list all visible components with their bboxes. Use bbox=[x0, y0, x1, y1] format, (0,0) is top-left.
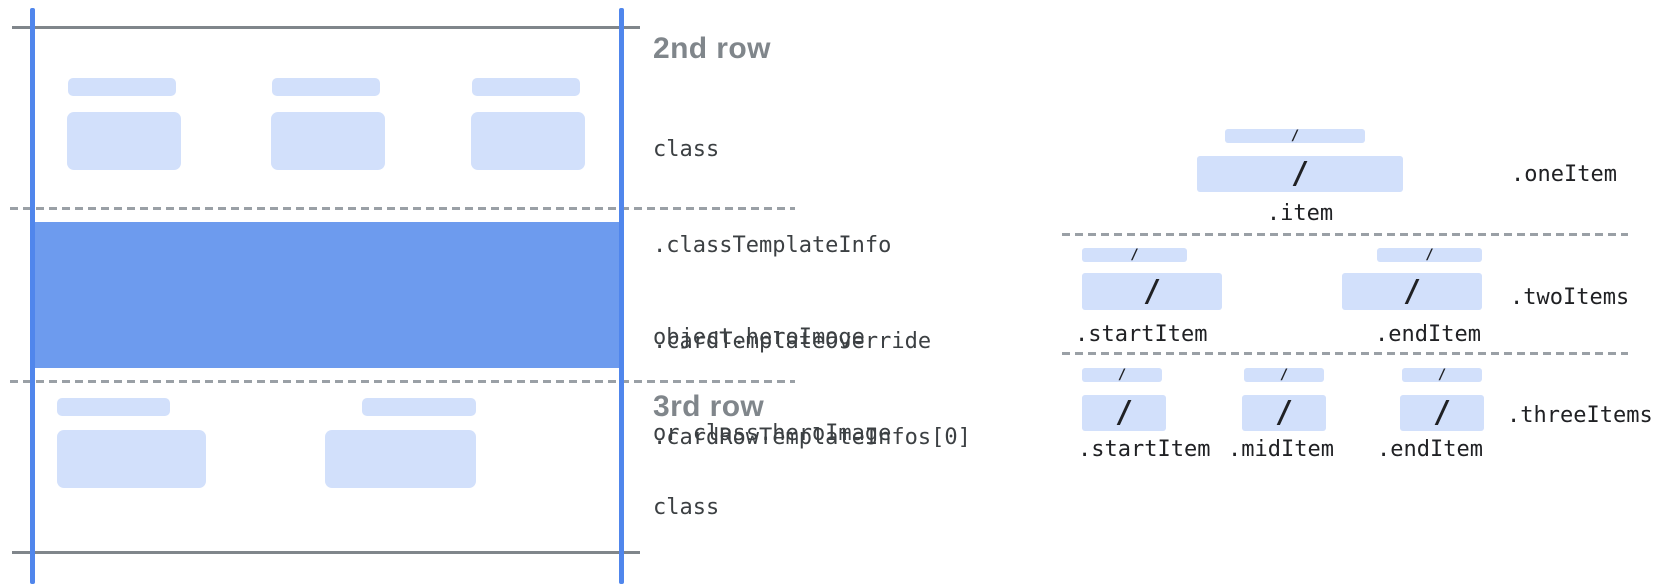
slash-glyph: / bbox=[1437, 367, 1447, 383]
three-items-start-label-bar: / bbox=[1082, 368, 1162, 382]
second-row-col1-value-placeholder bbox=[67, 112, 181, 170]
third-row-code-block: class .classTemplateInfo .cardTemplateOv… bbox=[653, 428, 971, 584]
second-row-col1-label-placeholder bbox=[68, 78, 176, 96]
second-row-col3-label-placeholder bbox=[472, 78, 580, 96]
second-row-heading: 2nd row bbox=[653, 32, 771, 65]
two-items-start-label-bar: / bbox=[1082, 248, 1187, 262]
row-label-one-item: .oneItem bbox=[1511, 162, 1617, 187]
slash-glyph: / bbox=[1274, 395, 1294, 430]
hero-code-block: object.heroImage or class.heroImage bbox=[653, 258, 891, 514]
slash-glyph: / bbox=[1142, 273, 1162, 309]
third-row-heading: 3rd row bbox=[653, 390, 765, 423]
three-items-mid-label-bar: / bbox=[1244, 368, 1324, 382]
third-row-end-label-placeholder bbox=[362, 398, 476, 416]
item-label: .startItem bbox=[1075, 322, 1208, 347]
row-label-two-items: .twoItems bbox=[1510, 285, 1630, 310]
two-items-end-label-bar: / bbox=[1377, 248, 1482, 262]
slash-glyph: / bbox=[1117, 367, 1127, 383]
card-right-edge-guide bbox=[619, 8, 624, 584]
slash-glyph: / bbox=[1290, 156, 1310, 191]
second-row-dashed-divider bbox=[10, 207, 795, 210]
row-label-three-items: .threeItems bbox=[1507, 403, 1653, 428]
card-left-edge-guide bbox=[30, 8, 35, 584]
slash-glyph: / bbox=[1290, 128, 1300, 144]
one-item-label-bar: / bbox=[1225, 129, 1365, 143]
second-row-col3-value-placeholder bbox=[471, 112, 585, 170]
item-label: .endItem bbox=[1375, 322, 1481, 347]
three-items-end-value-bar: / bbox=[1400, 395, 1484, 431]
hero-image-placeholder bbox=[35, 222, 619, 368]
three-items-end-label-bar: / bbox=[1402, 368, 1482, 382]
card-bottom-divider bbox=[12, 551, 640, 554]
slash-glyph: / bbox=[1130, 247, 1139, 263]
three-items-start-value-bar: / bbox=[1082, 395, 1166, 431]
second-row-col2-value-placeholder bbox=[271, 112, 385, 170]
second-row-code-block: class .classTemplateInfo .cardTemplateOv… bbox=[653, 70, 971, 518]
code-line: or class.heroImage bbox=[653, 421, 892, 446]
slash-glyph: / bbox=[1402, 273, 1422, 309]
slash-glyph: / bbox=[1114, 395, 1134, 430]
code-line: object.heroImage bbox=[653, 325, 865, 350]
two-items-start-value-bar: / bbox=[1082, 273, 1222, 310]
items-dashed-divider bbox=[1062, 352, 1628, 355]
code-line: class bbox=[653, 137, 720, 162]
item-label: .item bbox=[1266, 201, 1334, 226]
hero-dashed-divider bbox=[10, 380, 795, 383]
code-line: .classTemplateInfo bbox=[653, 233, 892, 258]
code-line: .cardTemplateOverride bbox=[653, 329, 932, 354]
item-label: .startItem bbox=[1078, 437, 1211, 462]
item-label: .endItem bbox=[1377, 437, 1483, 462]
slash-glyph: / bbox=[1425, 247, 1434, 263]
items-dashed-divider bbox=[1062, 233, 1628, 236]
code-line: .cardRowTemplateInfos[0] bbox=[653, 425, 971, 450]
third-row-start-label-placeholder bbox=[57, 398, 170, 416]
item-label: .midItem bbox=[1228, 437, 1334, 462]
second-row-col2-label-placeholder bbox=[272, 78, 380, 96]
three-items-mid-value-bar: / bbox=[1242, 395, 1326, 431]
one-item-value-bar: / bbox=[1197, 156, 1403, 192]
third-row-end-value-placeholder bbox=[325, 430, 476, 488]
card-top-divider bbox=[12, 26, 640, 29]
slash-glyph: / bbox=[1279, 367, 1289, 383]
code-line: class bbox=[653, 495, 720, 520]
third-row-start-value-placeholder bbox=[57, 430, 206, 488]
two-items-end-value-bar: / bbox=[1342, 273, 1482, 310]
slash-glyph: / bbox=[1432, 395, 1452, 430]
